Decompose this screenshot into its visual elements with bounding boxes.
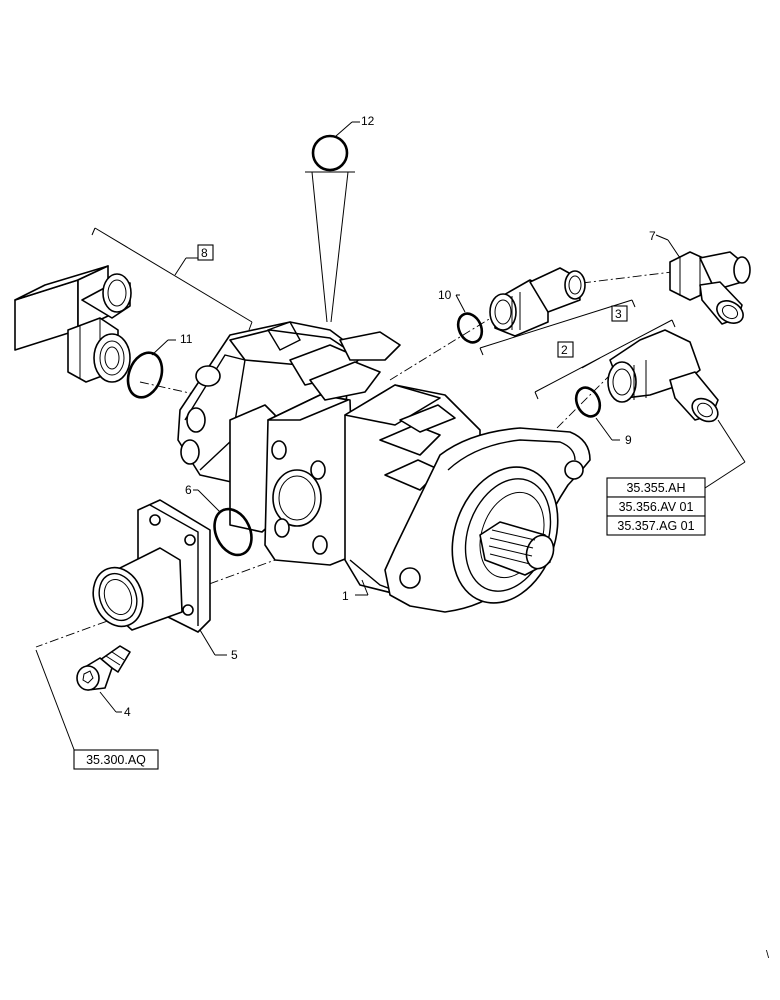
callout-2: 2 <box>561 343 568 357</box>
part-5-flange <box>92 499 227 656</box>
callout-1: 1 <box>342 589 349 603</box>
callout-box-2 <box>557 341 574 358</box>
part-2-elbow-fitting <box>534 319 719 423</box>
ref-35-357-ag-01[interactable]: 35.357.AG 01 <box>617 519 694 533</box>
callout-4: 4 <box>124 705 131 719</box>
ref-box-3 <box>606 515 706 536</box>
ref-box-4 <box>73 749 159 770</box>
callout-8: 8 <box>201 246 208 260</box>
part-11-oring <box>126 339 176 399</box>
callout-5: 5 <box>231 648 238 662</box>
callout-6: 6 <box>185 483 192 497</box>
ref-35-356-av-01[interactable]: 35.356.AV 01 <box>619 500 694 514</box>
ref-35-355-ah[interactable]: 35.355.AH <box>626 481 685 495</box>
callout-3: 3 <box>615 307 622 321</box>
callout-12: 12 <box>361 114 375 128</box>
part-3-straight-fitting <box>479 267 636 356</box>
part-1-leader <box>355 579 369 596</box>
ref-leaders <box>35 419 746 761</box>
part-6-oring <box>193 489 253 557</box>
callout-7: 7 <box>649 229 656 243</box>
callout-box-8 <box>197 244 214 261</box>
part-7-tee-fitting <box>655 234 751 325</box>
callout-box-3 <box>611 305 628 322</box>
part-1-gear-pump <box>177 321 591 613</box>
callout-10: 10 <box>438 288 452 302</box>
part-4-cap-screw <box>76 645 131 713</box>
part-9-oring <box>574 386 620 441</box>
callout-11: 11 <box>180 332 193 346</box>
corner-mark: \ <box>766 949 770 961</box>
ref-35-300-aq[interactable]: 35.300.AQ <box>86 753 146 767</box>
part-10-oring <box>455 294 484 344</box>
part-8-sensor-elbow <box>14 227 253 383</box>
part-12-oring <box>305 121 360 323</box>
callout-9: 9 <box>625 433 632 447</box>
